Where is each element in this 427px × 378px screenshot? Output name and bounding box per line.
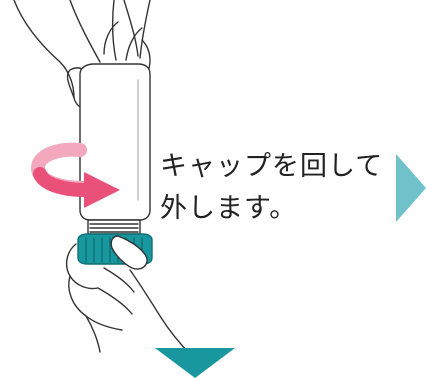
instruction-line-1: キャップを回して [160,151,384,182]
curved-arrow-icon [30,142,120,208]
bottle-neck [87,219,141,235]
instruction-text: キャップを回して 外します。 [160,146,400,230]
upper-hand [13,0,151,110]
triangle-right-icon [396,154,426,222]
instruction-line-2: 外します。 [160,193,298,224]
triangle-down-icon [155,348,235,378]
lower-hand [65,235,193,357]
